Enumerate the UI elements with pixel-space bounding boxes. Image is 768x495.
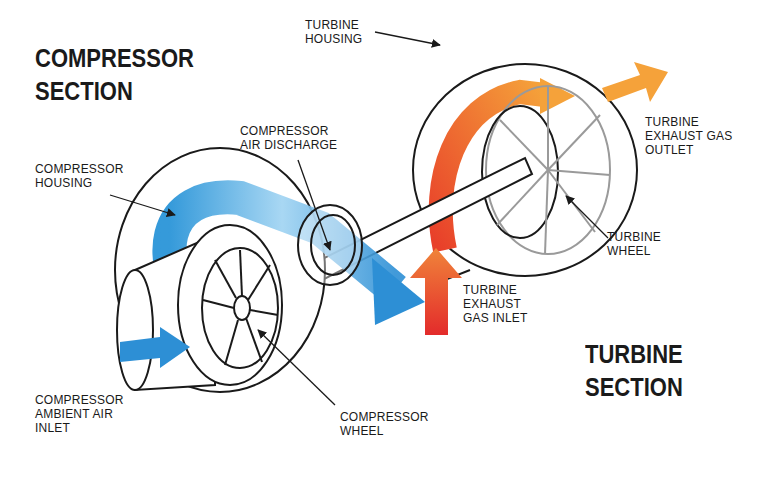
turbine-blade <box>545 170 548 254</box>
discharge-ring-outer <box>298 205 362 285</box>
compressor-blade <box>250 310 278 315</box>
gas-outlet-arrow <box>602 62 668 102</box>
compressor-inlet <box>117 225 282 390</box>
part-label: COMPRESSOR AIR DISCHARGE <box>240 124 344 152</box>
turbine-blade <box>548 170 610 175</box>
compressor-blade <box>240 250 242 296</box>
leader-line <box>298 160 330 250</box>
part-label: COMPRESSOR HOUSING <box>35 162 131 190</box>
part-label: TURBINE EXHAUST GAS INLET <box>463 283 543 325</box>
compressor-blade <box>203 300 234 308</box>
turbine-blade <box>547 86 549 170</box>
section-heading: COMPRESSOR SECTION <box>35 42 220 108</box>
compressor-blade <box>215 260 236 298</box>
inlet-front-ring <box>178 225 282 385</box>
discharge-ring-inner <box>311 215 355 275</box>
gas-inlet-arrow <box>410 248 462 335</box>
compressor-wheel-rim <box>202 248 278 368</box>
leader-line <box>375 32 440 45</box>
leader-line <box>258 330 335 405</box>
leader-line <box>566 196 608 238</box>
leader-lines <box>110 32 608 405</box>
part-label: COMPRESSOR WHEEL <box>340 410 440 438</box>
compressor-wheel <box>202 248 278 368</box>
inlet-arrow <box>120 327 190 368</box>
compressor-blade <box>248 265 270 300</box>
leader-line <box>110 195 175 215</box>
part-label: TURBINE EXHAUST GAS OUTLET <box>645 115 735 157</box>
inlet-mouth <box>117 270 153 390</box>
discharge-ring <box>298 205 362 285</box>
section-heading: TURBINE SECTION <box>585 338 735 404</box>
part-label: COMPRESSOR AMBIENT AIR INLET <box>35 393 133 435</box>
turbine-blade <box>548 115 600 170</box>
compressor-blade <box>246 318 262 362</box>
compressor-blade <box>225 320 238 365</box>
air-flow-head <box>372 258 425 325</box>
exhaust-flow-head <box>540 78 575 114</box>
part-label: TURBINE HOUSING <box>305 18 377 46</box>
part-label: TURBINE WHEEL <box>607 230 679 258</box>
